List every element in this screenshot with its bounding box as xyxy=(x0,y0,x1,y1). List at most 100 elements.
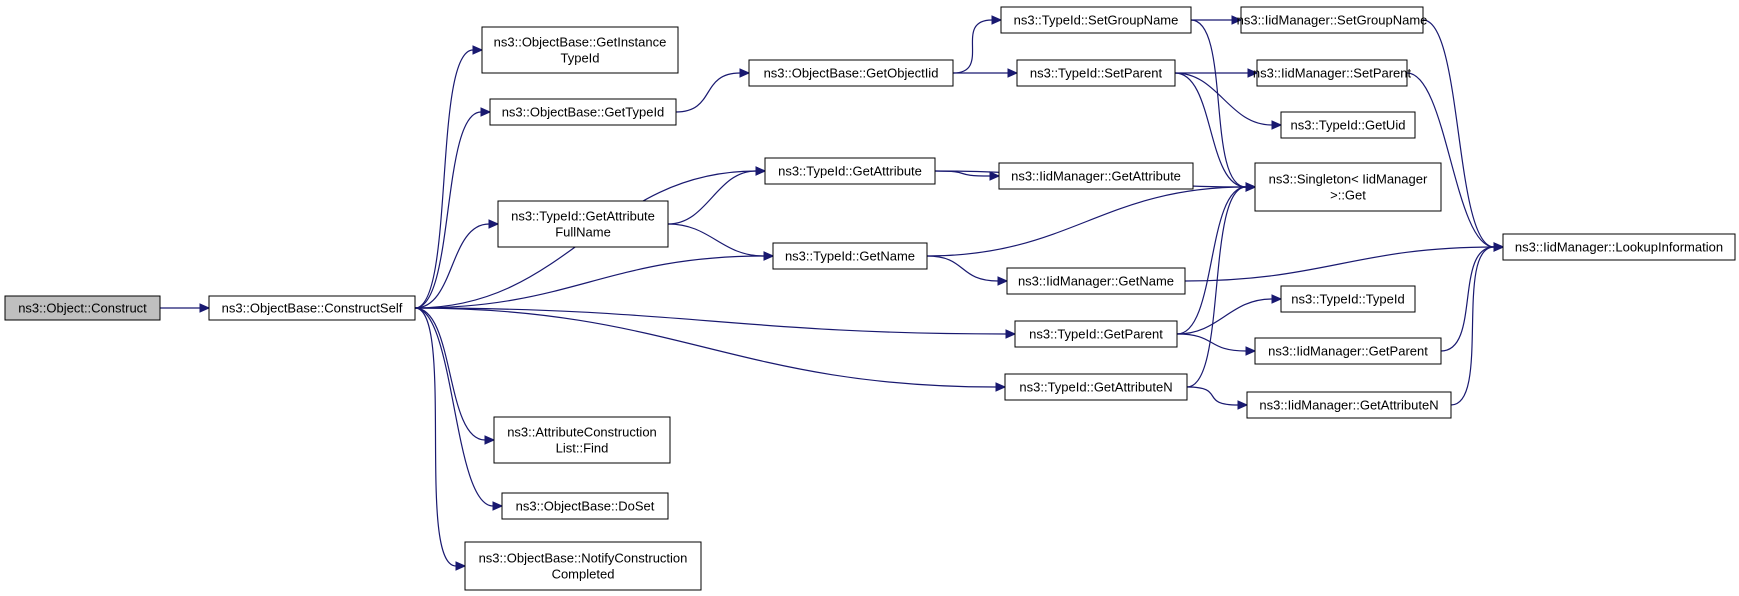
node-box xyxy=(764,157,936,185)
edge-arrowhead xyxy=(492,501,504,511)
node-construct[interactable]: ns3::Object::Construct xyxy=(4,295,161,321)
node-label: ns3::IidManager::GetName xyxy=(1018,274,1174,289)
edge-line xyxy=(1176,298,1273,335)
call-edge-tid_get_attribute_n-to-singleton_get xyxy=(1186,182,1257,388)
edge-line xyxy=(1176,186,1247,335)
node-do-set[interactable]: ns3::ObjectBase::DoSet xyxy=(501,492,669,520)
edge-arrowhead xyxy=(455,561,467,571)
edge-arrowhead xyxy=(484,435,496,445)
node-label: ns3::IidManager::GetAttribute xyxy=(1011,169,1181,184)
node-iid-lookup-information[interactable]: ns3::IidManager::LookupInformation xyxy=(1502,233,1736,261)
call-edge-construct_self-to-get_attribute_fullname xyxy=(414,219,500,309)
node-label: ns3::TypeId::GetAttribute xyxy=(511,209,655,224)
node-label: ns3::ObjectBase::NotifyConstruction xyxy=(479,551,688,566)
node-box xyxy=(489,98,677,126)
call-edge-get_object_iid-to-tid_set_group_name xyxy=(952,15,1003,74)
node-label: >::Get xyxy=(1330,188,1366,203)
node-label: ns3::ObjectBase::GetObjectIid xyxy=(764,66,939,81)
edge-line xyxy=(414,307,1007,335)
edge-arrowhead xyxy=(1245,182,1257,192)
node-iid-set-group-name[interactable]: ns3::IidManager::SetGroupName xyxy=(1237,6,1428,34)
edge-arrowhead xyxy=(991,15,1003,25)
node-tid-get-uid[interactable]: ns3::TypeId::GetUid xyxy=(1280,111,1416,139)
node-tid-get-name[interactable]: ns3::TypeId::GetName xyxy=(772,242,928,270)
node-label: ns3::TypeId::SetParent xyxy=(1030,66,1163,81)
node-label: ns3::ObjectBase::GetInstance xyxy=(494,35,667,50)
edge-arrowhead xyxy=(997,276,1009,286)
node-tid-set-group-name[interactable]: ns3::TypeId::SetGroupName xyxy=(1000,6,1192,34)
node-construct-self[interactable]: ns3::ObjectBase::ConstructSelf xyxy=(208,295,416,321)
node-tid-get-attribute[interactable]: ns3::TypeId::GetAttribute xyxy=(764,157,936,185)
node-box xyxy=(1004,373,1188,401)
node-label: ns3::ObjectBase::DoSet xyxy=(516,499,655,514)
call-edge-construct_self-to-attr_list_find xyxy=(414,307,496,445)
edge-line xyxy=(414,49,474,309)
edge-line xyxy=(934,170,991,177)
edge-arrowhead xyxy=(1007,68,1019,78)
call-edge-tid_get_name-to-singleton_get xyxy=(926,182,1257,257)
node-box xyxy=(1006,267,1186,295)
node-singleton-get[interactable]: ns3::Singleton< IidManager>::Get xyxy=(1254,162,1442,212)
edge-arrowhead xyxy=(989,171,1001,181)
call-edge-tid_get_parent-to-tid_typeid xyxy=(1176,294,1283,335)
edge-arrowhead xyxy=(1271,294,1283,304)
call-edge-tid_get_attribute-to-iid_get_attribute xyxy=(934,170,1001,181)
call-edge-get_object_iid-to-tid_set_parent xyxy=(953,68,1019,78)
node-iid-get-attribute-n[interactable]: ns3::IidManager::GetAttributeN xyxy=(1246,391,1452,419)
node-iid-get-name[interactable]: ns3::IidManager::GetName xyxy=(1006,267,1186,295)
edge-line xyxy=(1450,246,1495,406)
node-box xyxy=(208,295,416,321)
node-box xyxy=(1502,233,1736,261)
edge-line xyxy=(1406,72,1495,248)
call-edge-tid_set_parent-to-tid_get_uid xyxy=(1174,72,1283,130)
call-edge-get_typeid-to-get_object_iid xyxy=(675,68,751,113)
node-label: FullName xyxy=(555,225,611,240)
node-box xyxy=(481,26,679,74)
edge-line xyxy=(675,72,741,113)
node-label: ns3::TypeId::TypeId xyxy=(1291,292,1404,307)
edge-line xyxy=(926,186,1247,257)
call-edge-construct-to-construct_self xyxy=(159,303,211,313)
node-iid-set-parent[interactable]: ns3::IidManager::SetParent xyxy=(1253,59,1412,87)
node-get-object-iid[interactable]: ns3::ObjectBase::GetObjectIid xyxy=(748,59,954,87)
node-label: TypeId xyxy=(560,51,599,66)
node-label: List::Find xyxy=(556,441,609,456)
node-label: ns3::ObjectBase::ConstructSelf xyxy=(222,301,403,316)
node-label: ns3::TypeId::GetUid xyxy=(1291,118,1406,133)
call-edge-construct_self-to-tid_get_name xyxy=(414,251,775,309)
node-box xyxy=(772,242,928,270)
node-box xyxy=(1256,59,1408,87)
edge-line xyxy=(414,223,490,309)
node-get-typeid[interactable]: ns3::ObjectBase::GetTypeId xyxy=(489,98,677,126)
edge-line xyxy=(414,307,457,567)
node-label: ns3::IidManager::SetParent xyxy=(1253,66,1412,81)
call-edge-tid_get_parent-to-iid_get_parent xyxy=(1176,333,1257,356)
node-box xyxy=(1000,6,1192,34)
node-box xyxy=(748,59,954,87)
call-edge-get_attribute_fullname-to-tid_get_attribute xyxy=(667,166,767,225)
edge-line xyxy=(1174,72,1247,188)
node-box xyxy=(464,541,702,591)
node-iid-get-parent[interactable]: ns3::IidManager::GetParent xyxy=(1254,337,1442,365)
call-edge-construct_self-to-tid_get_attribute_n xyxy=(414,307,1007,392)
node-label: ns3::IidManager::GetAttributeN xyxy=(1259,398,1438,413)
edge-line xyxy=(926,255,999,282)
node-notify-construction[interactable]: ns3::ObjectBase::NotifyConstructionCompl… xyxy=(464,541,702,591)
node-tid-set-parent[interactable]: ns3::TypeId::SetParent xyxy=(1016,59,1176,87)
node-iid-get-attribute[interactable]: ns3::IidManager::GetAttribute xyxy=(998,162,1194,190)
node-tid-get-attribute-n[interactable]: ns3::TypeId::GetAttributeN xyxy=(1004,373,1188,401)
call-edge-construct_self-to-notify_construction xyxy=(414,307,467,571)
node-tid-typeid[interactable]: ns3::TypeId::TypeId xyxy=(1280,285,1416,313)
node-box xyxy=(4,295,161,321)
call-edge-get_attribute_fullname-to-tid_get_name xyxy=(667,223,775,261)
node-box xyxy=(998,162,1194,190)
edge-line xyxy=(414,255,765,309)
edge-arrowhead xyxy=(488,219,500,229)
node-tid-get-parent[interactable]: ns3::TypeId::GetParent xyxy=(1014,320,1178,348)
edge-line xyxy=(1174,72,1273,126)
edge-arrowhead xyxy=(1237,400,1249,410)
